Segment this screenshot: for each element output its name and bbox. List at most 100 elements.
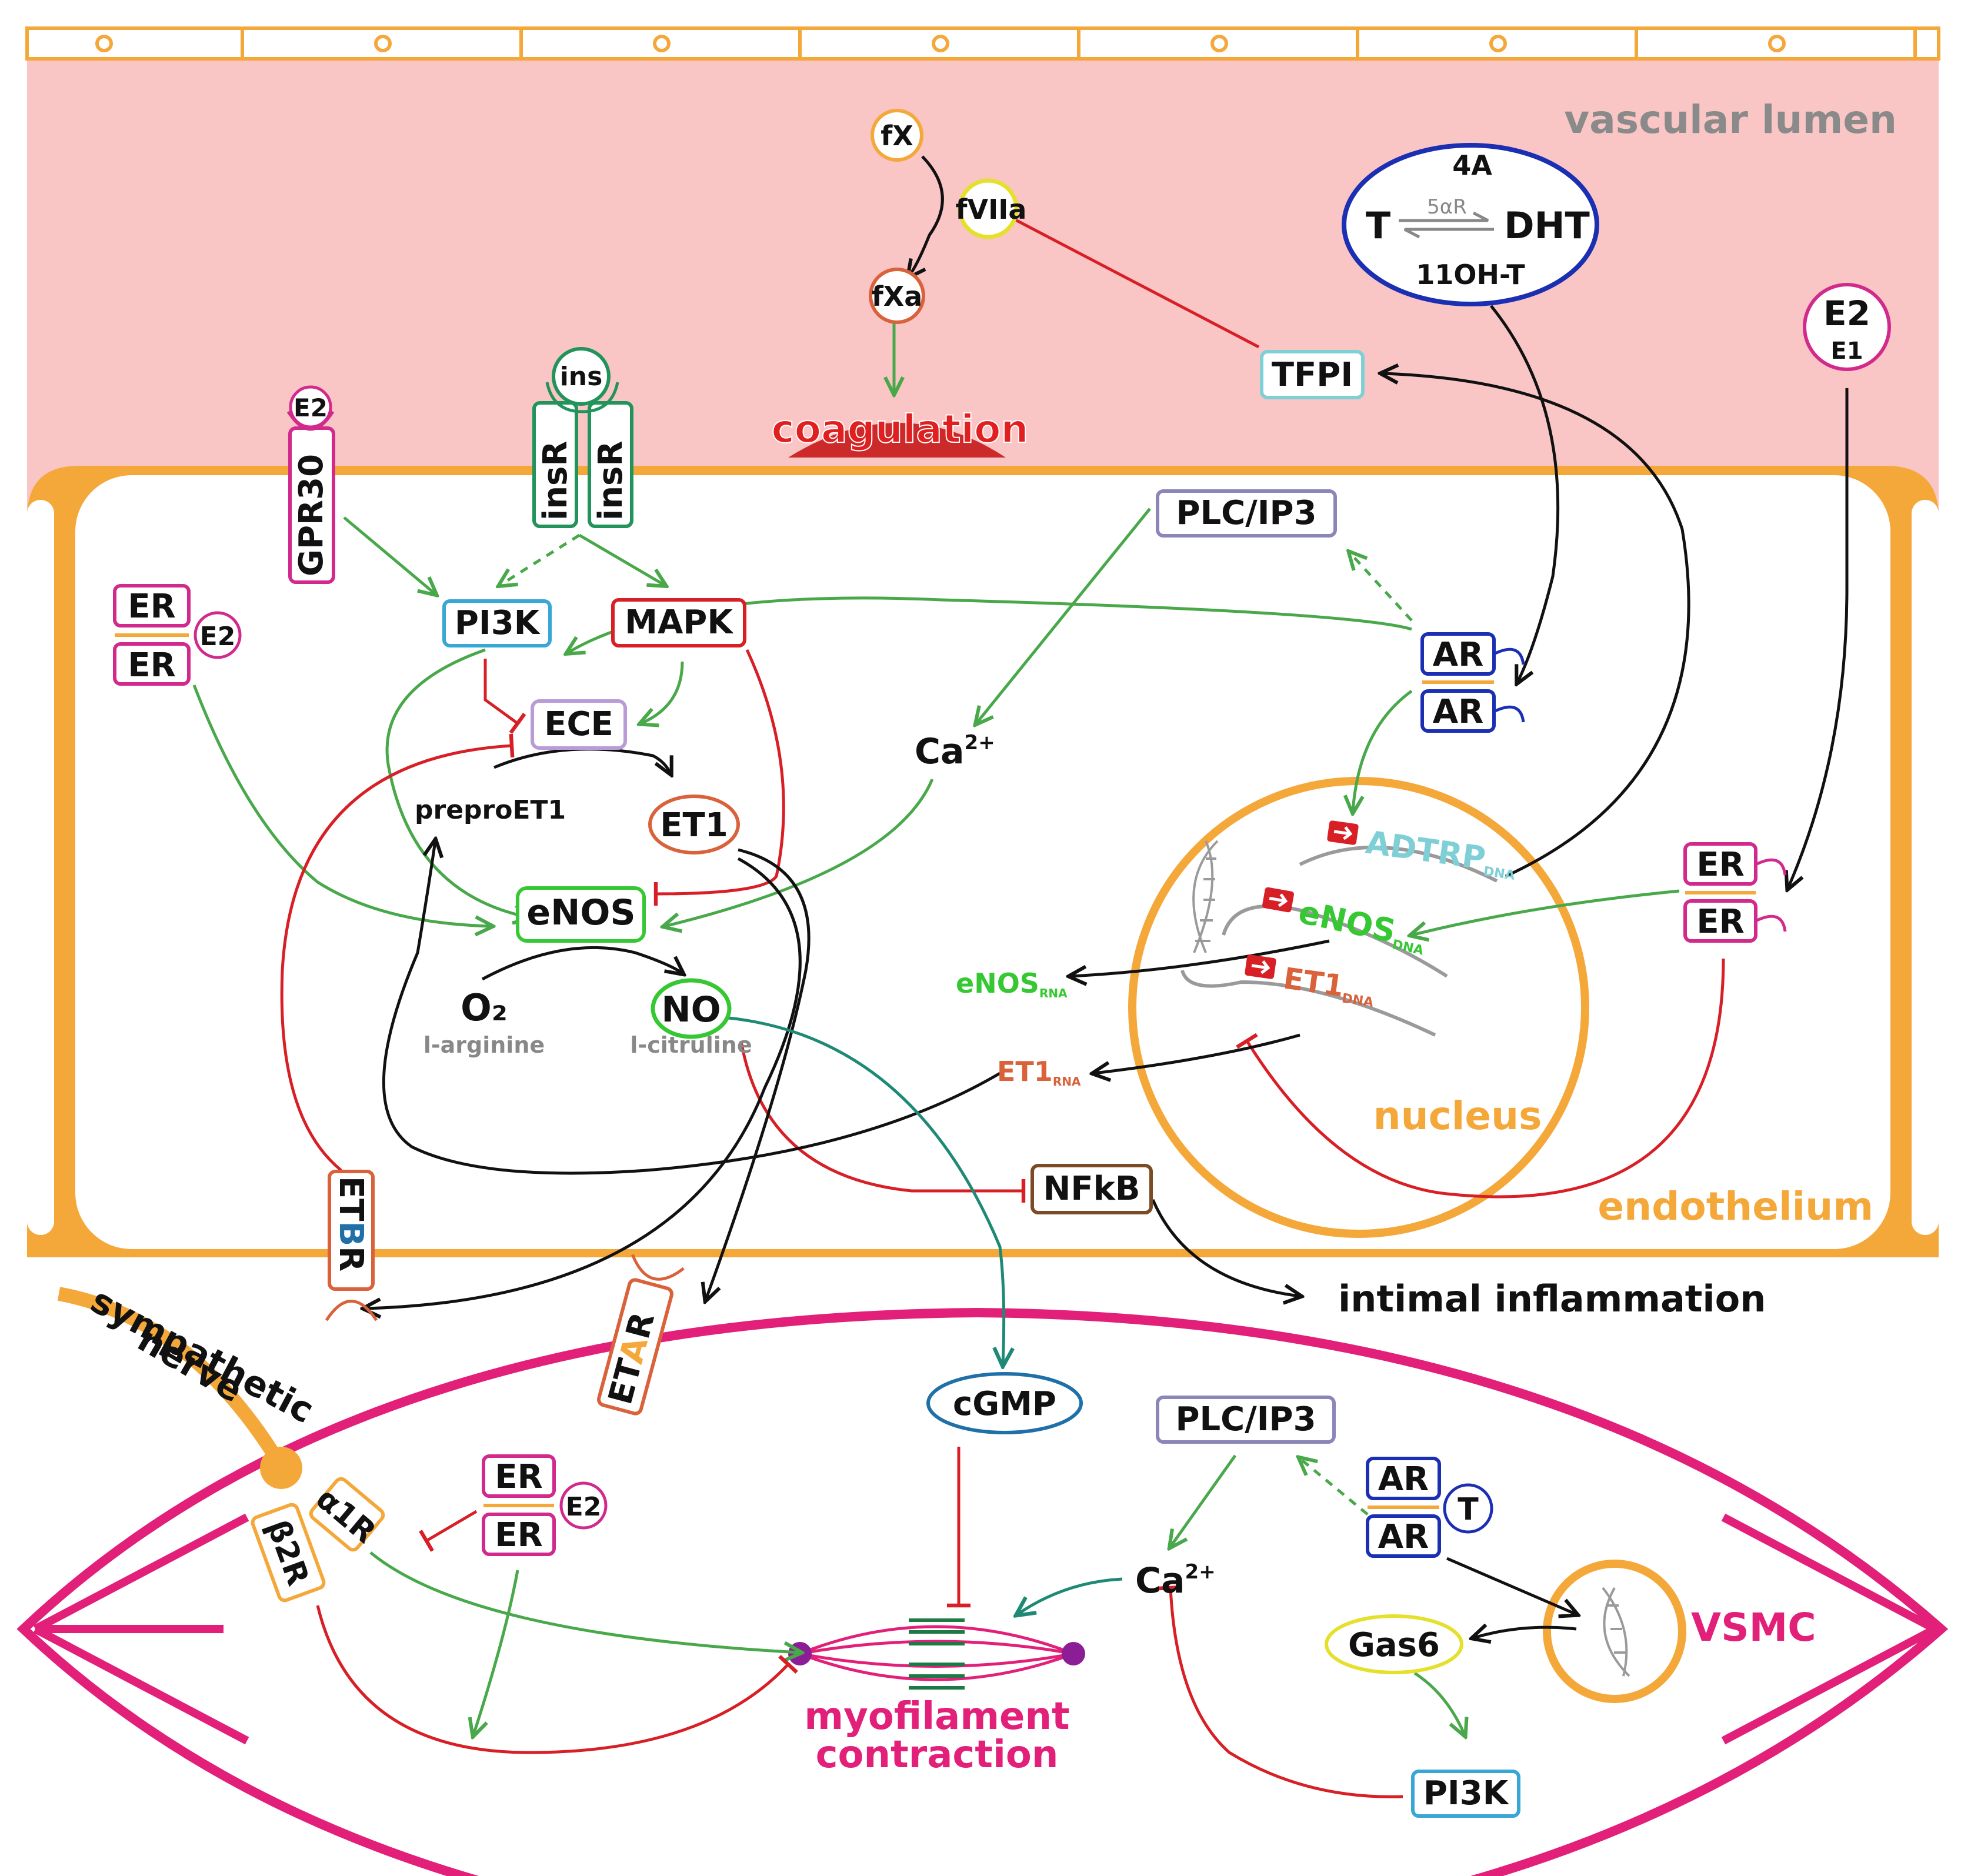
edge-tfpi-inhibits-fviia [992,200,1260,349]
insr-cup-icon [545,382,619,413]
edge-insr-pi3k [500,533,581,585]
etbr-label: ETBR [332,1176,370,1271]
androgen-11oht-label: 11OH-T [1416,259,1525,291]
vsmc-nucleus [1543,1560,1686,1703]
edge-er-enos-gene [1412,889,1680,935]
node-nfkb: NFkB [1030,1164,1153,1214]
nerve-terminal [260,1447,302,1489]
edge-ar-nucleus [1353,689,1413,812]
androgen-4a-label: 4A [1452,149,1492,181]
edge-er-inhibits-et1-gene [1236,958,1725,1199]
ar-endo-bottom-label: AR [1433,693,1483,731]
cgmp-label: cGMP [953,1385,1056,1423]
edge-gpr30-pi3k [343,516,435,594]
endothelial-cell [75,475,1890,1249]
lumen-label: vascular lumen [1564,97,1897,142]
vsmc-left-lines [33,1513,249,1745]
er-right-top-label: ER [1696,846,1744,884]
node-et1: ET1 [648,795,740,854]
node-tfpi: TFPI [1260,350,1365,399]
er-vsmc-bottom-label: ER [495,1516,542,1554]
edge-insr-mapk [578,533,665,585]
node-fx: fX [871,109,923,162]
edge-a1r-contraction [369,1551,800,1653]
node-fviia: fVIIa [956,178,1027,239]
et1-gene-label: ET1DNA [1281,961,1378,1010]
edge-e2-er [1788,388,1849,888]
edge-nucleus-gas6 [1473,1627,1577,1638]
enos-rna-label: eNOSRNA [956,967,1068,1000]
edge-b2r-inhibits-contraction [316,1605,798,1754]
tfpi-label: TFPI [1272,356,1353,394]
edge-et1-etar [706,848,811,1300]
nfkb-label: NFkB [1043,1170,1140,1208]
node-pi3k-vsmc: PI3K [1411,1770,1520,1818]
er-right-top-cup-icon [1755,858,1787,876]
neighbor-cell-left [27,500,54,1235]
node-no: NO [651,978,732,1039]
z-disc-right [1062,1642,1085,1665]
node-cgmp: cGMP [926,1372,1083,1434]
vsmc-dna-icon [1602,1587,1630,1677]
receptor-ar-dimer-vsmc: AR AR T [1366,1457,1493,1558]
edges [192,155,1849,1798]
edge-o2-no [481,946,682,981]
clot-mound [788,423,1006,458]
top-endothelial-strip [25,26,1940,61]
edge-er-vsmc-down [473,1570,519,1735]
vsmc-label: VSMC [1691,1605,1816,1650]
edge-enos-gene-rna [1070,939,1330,976]
androgen-t-label: T [1366,204,1390,247]
edge-pi3k-inhibits-ca [1158,1585,1403,1798]
fviia-label: fVIIa [956,193,1027,225]
adtrp-promoter-icon [1333,826,1353,840]
er-left-ligand-label: E2 [200,622,236,652]
ar-endo-bottom-cup-icon [1493,705,1525,723]
myofilament-label-2: contraction [816,1733,1059,1777]
enos-gene-strand [1222,904,1448,978]
edge-ar-vsmc-nucleus [1446,1557,1576,1614]
et1-label: ET1 [660,806,728,844]
edge-mapk-inhibits-enos [653,649,785,906]
gpr30-cup-icon [286,410,335,431]
estrogen-e2-label: E2 [1823,293,1870,333]
receptor-ar-dimer-endo: AR AR [1420,632,1525,733]
edge-nfkb-inflammation [1151,1199,1300,1296]
edge-et1-gene-rna [1094,1033,1300,1073]
fxa-label: fXa [872,281,923,312]
ar-vsmc-top-label: AR [1378,1460,1429,1498]
et1-rna-label: ET1RNA [997,1056,1081,1089]
pi3k-endo-label: PI3K [455,604,541,642]
edge-gas6-pi3k [1413,1671,1465,1735]
node-estrogens: E2 E1 [1803,283,1891,371]
androgen-dht-label: DHT [1504,204,1590,247]
edge-et1rna-preproet1 [382,841,1001,1175]
enzyme-5ar-label: 5αR [1427,195,1467,219]
edge-androgens-ar [1490,305,1560,682]
nucleus: nucleus [1128,777,1589,1238]
receptor-er-dimer-right: ER ER [1683,842,1787,943]
receptor-insr: ins insR insR [532,347,633,528]
enos-label: eNOS [526,892,635,933]
neighbor-cell-right [1912,500,1939,1235]
receptor-etbr: ETBR [325,1170,378,1321]
node-mapk: MAPK [611,598,746,647]
myofilament [788,1618,1085,1690]
preproet1-label: preproET1 [415,795,566,825]
edge-mapk-ece [641,661,684,723]
fx-label: fX [881,120,913,152]
edge-plc-ca-vsmc [1170,1454,1237,1547]
adtrp-gene-strand [1299,845,1498,883]
ece-label: ECE [544,705,613,743]
gpr30-ligand-label: E2 [294,393,328,422]
plc-endo-label: PLC/IP3 [1176,494,1316,532]
er-left-bottom-label: ER [128,646,175,685]
node-ece: ECE [531,699,627,750]
edge-preproet1-et1 [493,747,671,773]
node-plc-vsmc: PLC/IP3 [1156,1396,1336,1444]
equilibrium-arrows-icon [1399,211,1494,239]
node-pi3k-endo: PI3K [442,599,552,647]
intimal-inflammation-label: intimal inflammation [1338,1277,1766,1320]
edge-fx-fxa [909,155,944,276]
